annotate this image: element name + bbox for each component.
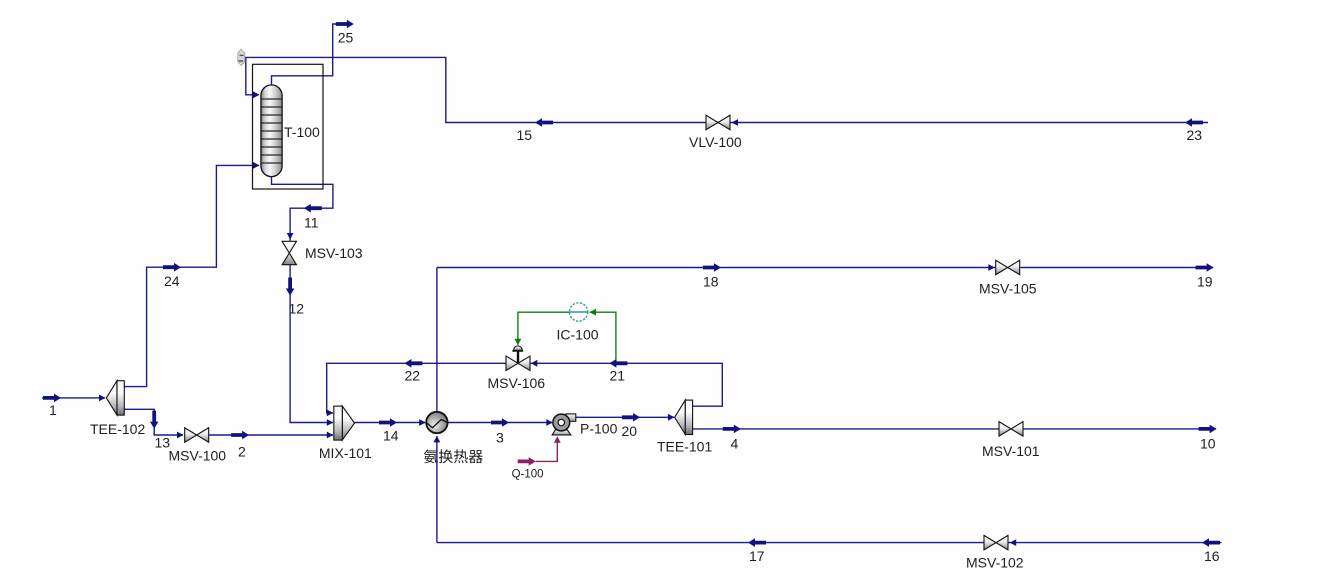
svg-text:MIX-101: MIX-101 [319,445,372,461]
svg-text:18: 18 [703,274,719,290]
svg-text:25: 25 [338,30,354,46]
svg-text:VLV-100: VLV-100 [689,134,742,150]
svg-text:TEE-101: TEE-101 [657,439,712,455]
svg-text:15: 15 [517,127,533,143]
svg-text:13: 13 [155,435,171,451]
svg-text:MSV-106: MSV-106 [488,375,546,391]
svg-text:12: 12 [289,301,305,317]
svg-text:T-100: T-100 [284,124,320,140]
svg-text:TEE-102: TEE-102 [90,421,145,437]
svg-text:2: 2 [238,444,246,460]
svg-text:19: 19 [1197,274,1213,290]
svg-text:22: 22 [405,368,421,384]
svg-text:14: 14 [383,428,399,444]
svg-text:10: 10 [1200,436,1216,452]
svg-text:23: 23 [1187,127,1203,143]
svg-text:17: 17 [749,548,765,564]
svg-text:4: 4 [731,436,739,452]
svg-text:20: 20 [622,423,638,439]
svg-text:P-100: P-100 [580,421,618,437]
svg-text:21: 21 [610,368,626,384]
svg-text:24: 24 [164,273,180,289]
svg-text:3: 3 [496,430,504,446]
svg-text:Q-100: Q-100 [512,469,544,481]
svg-text:MSV-105: MSV-105 [979,281,1037,297]
svg-text:MSV-100: MSV-100 [169,448,227,464]
svg-text:11: 11 [304,215,319,231]
svg-text:MSV-101: MSV-101 [982,443,1040,459]
svg-text:IC-100: IC-100 [557,327,599,343]
svg-text:MSV-102: MSV-102 [966,555,1024,571]
svg-text:1: 1 [49,402,57,418]
svg-text:16: 16 [1204,548,1220,564]
svg-text:MSV-103: MSV-103 [305,245,363,261]
